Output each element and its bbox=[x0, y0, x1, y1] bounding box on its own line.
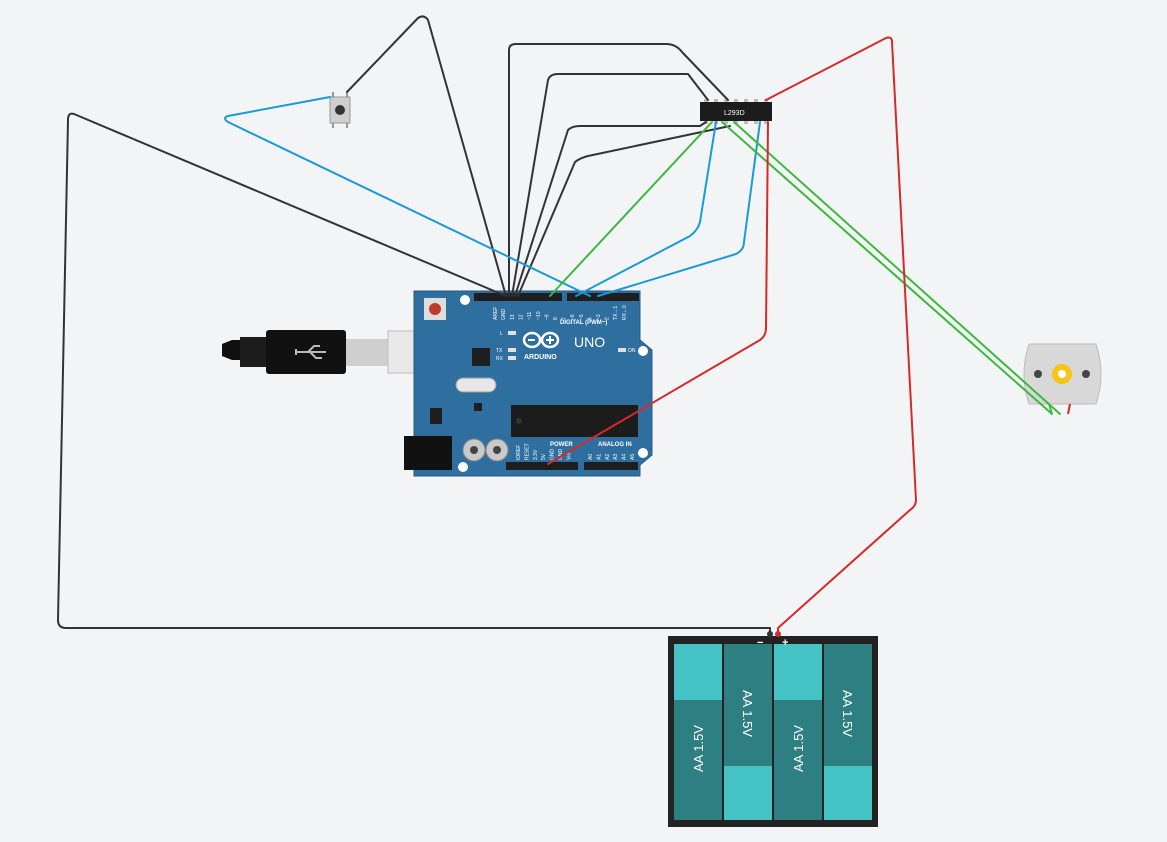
battery-minus-terminal[interactable] bbox=[767, 631, 773, 637]
power-pin-label-6: Vin bbox=[566, 453, 572, 460]
wire-black-pin12[interactable] bbox=[511, 73, 709, 297]
wire-blue-pin-to-driver-a[interactable] bbox=[575, 121, 717, 297]
digital-pin-label-3: ~10 bbox=[536, 311, 542, 320]
digital-header-left[interactable] bbox=[474, 293, 562, 301]
battery-pack[interactable]: AA 1.5V AA 1.5V AA 1.5V AA 1.5V − + bbox=[668, 636, 878, 827]
wire-red-driver-to-battery[interactable] bbox=[765, 36, 917, 637]
analog-pin-label-2: A2 bbox=[605, 454, 611, 460]
digital-pin-label-13: RX←0 bbox=[622, 305, 628, 320]
on-led-label: ON bbox=[628, 348, 636, 354]
wire-black-pin10[interactable] bbox=[517, 125, 731, 297]
digital-pin-label-6: 7 bbox=[562, 317, 568, 320]
analog-pin-label-5: A5 bbox=[630, 454, 636, 460]
wire-green-driver-to-motor-b[interactable] bbox=[733, 121, 1061, 415]
digital-pin-label-2: ~11 bbox=[527, 312, 533, 320]
analog-pin-label-4: A4 bbox=[622, 454, 628, 460]
digital-pin-label-7: ~6 bbox=[570, 314, 576, 320]
battery-cell-1: AA 1.5V bbox=[691, 725, 706, 772]
wire-blue-pin-to-driver-b[interactable] bbox=[597, 121, 761, 297]
digital-pin-label-8: ~5 bbox=[579, 314, 585, 320]
digital-pin-label-0: 13 bbox=[510, 314, 516, 320]
l293d-driver-chip[interactable]: L293D bbox=[700, 99, 772, 124]
power-pin-label-3: 5V bbox=[541, 453, 547, 460]
battery-cell-4: AA 1.5V bbox=[840, 690, 855, 737]
power-pin-label-2: 3.3V bbox=[533, 449, 539, 460]
arduino-model: UNO bbox=[574, 334, 605, 350]
wire-black-pin13[interactable] bbox=[508, 43, 729, 297]
power-header-label: POWER bbox=[550, 442, 573, 448]
power-pin-label-5: GND bbox=[558, 449, 564, 461]
digital-pin-label-5: 8 bbox=[553, 317, 559, 320]
battery-plus-terminal[interactable] bbox=[775, 631, 781, 637]
dc-motor[interactable] bbox=[1023, 343, 1102, 415]
tx-led-label: TX bbox=[496, 348, 503, 354]
dc-motor-icon bbox=[1052, 364, 1072, 384]
wire-green-driver-to-motor-a[interactable] bbox=[721, 121, 1053, 415]
analog-pin-label-0: A0 bbox=[588, 454, 594, 460]
wire-black-pin11[interactable] bbox=[514, 121, 707, 297]
reset-button[interactable] bbox=[429, 303, 441, 315]
analog-pin-label-3: A3 bbox=[613, 454, 619, 460]
digital-pin-label-4: ~9 bbox=[544, 314, 550, 320]
battery-cell-3: AA 1.5V bbox=[791, 725, 806, 772]
power-pin-label-4: GND bbox=[550, 449, 556, 461]
arduino-logo-icon bbox=[522, 331, 560, 349]
usb-cable[interactable] bbox=[222, 330, 445, 374]
power-header[interactable] bbox=[506, 462, 578, 470]
l-led-label: L bbox=[500, 331, 503, 337]
gnd-label: GND bbox=[501, 309, 507, 321]
digital-pin-label-11: 2 bbox=[605, 317, 611, 320]
battery-minus-label: − bbox=[757, 637, 763, 649]
analog-header[interactable] bbox=[584, 462, 638, 470]
digital-pin-label-9: 4 bbox=[587, 317, 593, 320]
digital-pin-label-12: TX→1 bbox=[613, 306, 619, 320]
battery-plus-label: + bbox=[782, 637, 788, 649]
wire-black-gnd-to-battery[interactable] bbox=[57, 112, 771, 637]
battery-cell-2: AA 1.5V bbox=[740, 690, 755, 737]
arduino-uno-board[interactable]: L TX RX ON ARDUINO UNO DIGITAL (PWM~) PO… bbox=[404, 290, 653, 477]
wire-green-pin-to-driver[interactable] bbox=[549, 121, 713, 297]
rx-led-label: RX bbox=[496, 356, 504, 362]
wire-black-gnd-to-button[interactable] bbox=[346, 15, 507, 297]
power-pin-label-1: RESET bbox=[524, 443, 530, 460]
wire-red-5v-to-driver[interactable] bbox=[547, 121, 769, 465]
digital-header-right[interactable] bbox=[567, 293, 639, 301]
wire-blue-button-to-pin[interactable] bbox=[224, 96, 591, 297]
digital-pin-label-1: 12 bbox=[519, 314, 525, 320]
analog-header-label: ANALOG IN bbox=[598, 442, 632, 448]
usb-icon bbox=[295, 345, 326, 359]
driver-chip-label: L293D bbox=[724, 110, 745, 117]
pushbutton-icon bbox=[335, 105, 345, 115]
digital-pin-label-10: ~3 bbox=[596, 314, 602, 320]
pushbutton[interactable] bbox=[329, 92, 351, 128]
aref-label: AREF bbox=[493, 307, 499, 320]
arduino-wordmark: ARDUINO bbox=[524, 354, 557, 361]
digital-header-label: DIGITAL (PWM~) bbox=[560, 320, 607, 326]
analog-pin-label-1: A1 bbox=[596, 454, 602, 460]
power-pin-label-0: IOREF bbox=[516, 445, 522, 460]
